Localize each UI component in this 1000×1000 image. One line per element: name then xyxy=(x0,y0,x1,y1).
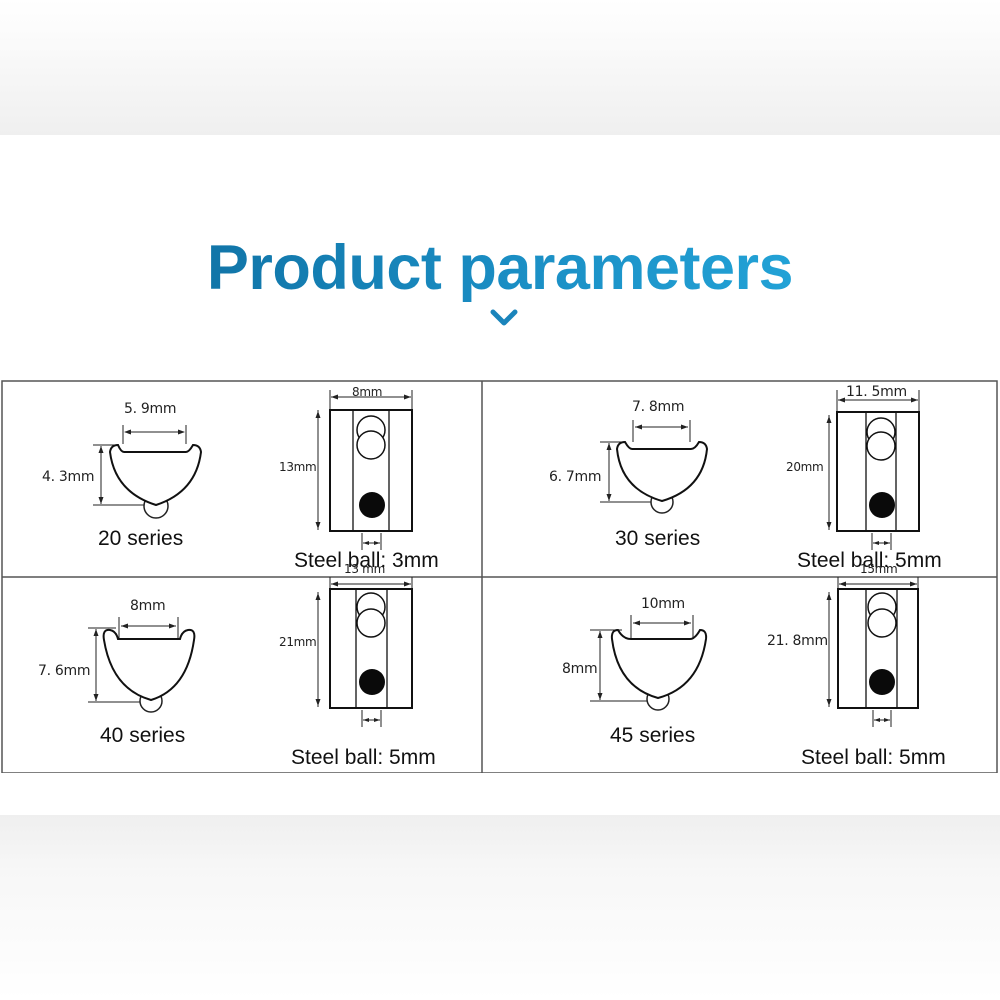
nut-height-label: 21. 8mm xyxy=(767,633,828,649)
profile-height-label: 8mm xyxy=(562,661,598,677)
grid-lines xyxy=(1,380,998,773)
cell-40-series: 8mm 7. 6mm 13 mm 21mm 40 series Steel ba… xyxy=(0,562,482,773)
profile-height-label: 4. 3mm xyxy=(42,469,95,485)
steel-ball-label: Steel ball: 3mm xyxy=(294,549,439,572)
series-label: 40 series xyxy=(100,724,186,747)
steel-ball-label: Steel ball: 5mm xyxy=(797,549,942,572)
profile-drawing xyxy=(590,577,919,727)
profile-width-label: 8mm xyxy=(130,598,166,614)
cell-30-series: 7. 8mm 6. 7mm 11. 5mm 20mm 30 series Ste… xyxy=(482,380,997,577)
nut-height-label: 20mm xyxy=(786,460,824,474)
nut-width-label: 13 mm xyxy=(344,562,385,576)
nut-width-label: 11. 5mm xyxy=(846,384,907,400)
steel-ball-label: Steel ball: 5mm xyxy=(801,746,946,769)
profile-drawing xyxy=(93,390,413,550)
nut-height-label: 13mm xyxy=(279,460,317,474)
nut-height-label: 21mm xyxy=(279,635,317,649)
top-band xyxy=(0,0,1000,135)
parameters-grid: 5. 9mm 4. 3mm 8mm 13mm 20 series Steel b… xyxy=(0,380,1000,773)
profile-width-label: 5. 9mm xyxy=(124,401,177,417)
cell-45-series: 10mm 8mm 15mm 21. 8mm 45 series Steel ba… xyxy=(482,562,997,773)
bottom-band xyxy=(0,815,1000,1000)
steel-ball-label: Steel ball: 5mm xyxy=(291,746,436,769)
chevron-down-icon xyxy=(490,309,518,326)
cell-20-series: 5. 9mm 4. 3mm 8mm 13mm 20 series Steel b… xyxy=(0,380,482,577)
profile-width-label: 7. 8mm xyxy=(632,399,685,415)
page-title: Product parameters xyxy=(206,233,794,303)
profile-drawing xyxy=(600,390,920,550)
nut-width-label: 15mm xyxy=(860,562,898,576)
series-label: 20 series xyxy=(98,527,184,550)
profile-height-label: 7. 6mm xyxy=(38,663,91,679)
series-label: 45 series xyxy=(610,724,696,747)
nut-width-label: 8mm xyxy=(352,385,383,399)
profile-drawing xyxy=(88,577,413,727)
profile-width-label: 10mm xyxy=(641,596,685,612)
series-label: 30 series xyxy=(615,527,701,550)
profile-height-label: 6. 7mm xyxy=(549,469,602,485)
